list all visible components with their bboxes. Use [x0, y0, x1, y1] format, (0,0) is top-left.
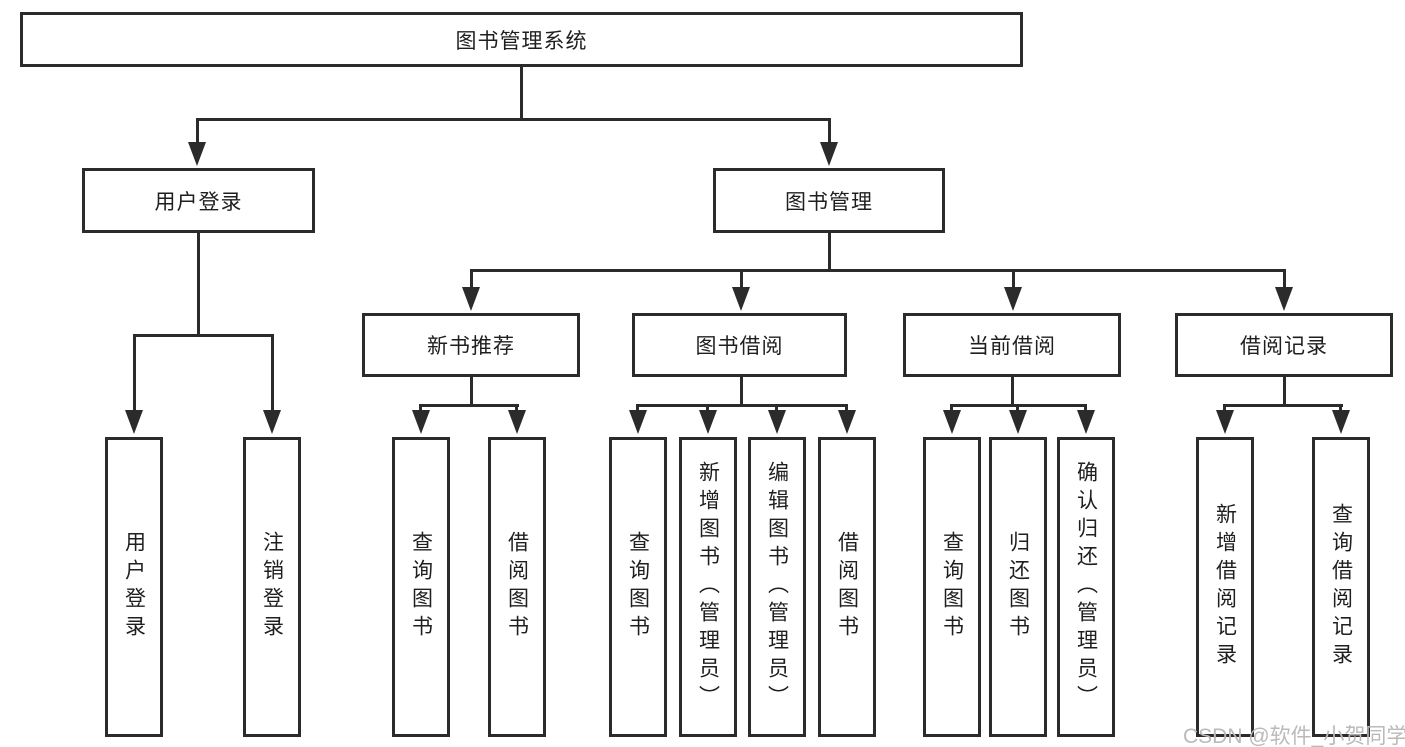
connector-root-branch — [196, 118, 831, 121]
leaf-return-book: 归还图书 — [989, 437, 1047, 737]
leaf-edit-book-admin: 编辑图书（管理员） — [748, 437, 806, 737]
connector-current-borrow-stem — [1011, 377, 1014, 407]
arrowhead — [462, 287, 480, 311]
connector-drop-book-management — [828, 118, 831, 146]
arrowhead — [125, 410, 143, 434]
arrowhead — [1077, 410, 1095, 434]
leaf-query-book-current-label: 查询图书 — [940, 531, 964, 643]
leaf-query-borrow-record: 查询借阅记录 — [1312, 437, 1370, 737]
leaf-logout-label: 注销登录 — [260, 531, 284, 643]
node-book-borrow: 图书借阅 — [632, 313, 847, 377]
node-new-book-recommend: 新书推荐 — [362, 313, 580, 377]
connector-user-login-branch — [133, 334, 274, 337]
arrowhead — [732, 287, 750, 311]
leaf-logout: 注销登录 — [243, 437, 301, 737]
leaf-query-book-borrow: 查询图书 — [609, 437, 667, 737]
connector-drop-user-login — [196, 118, 199, 146]
connector-drop — [1016, 404, 1019, 413]
arrowhead — [412, 410, 430, 434]
leaf-query-book-recommend-label: 查询图书 — [409, 531, 433, 643]
leaf-borrow-book-recommend: 借阅图书 — [488, 437, 546, 737]
leaf-borrow-book: 借阅图书 — [818, 437, 876, 737]
leaf-query-book-current: 查询图书 — [923, 437, 981, 737]
arrowhead — [838, 410, 856, 434]
connector-drop-book-borrow — [740, 269, 743, 289]
connector-drop — [950, 404, 953, 413]
leaf-edit-book-admin-label: 编辑图书（管理员） — [765, 461, 789, 713]
connector-new-book-recommend-branch — [419, 404, 519, 407]
arrowhead — [1332, 410, 1350, 434]
connector-book-borrow-stem — [740, 377, 743, 407]
connector-drop — [706, 404, 709, 413]
arrowhead — [188, 142, 206, 166]
arrowhead — [508, 410, 526, 434]
leaf-user-login-label: 用户登录 — [122, 531, 146, 643]
connector-drop — [1339, 404, 1342, 413]
connector-drop-borrow-record — [1283, 269, 1286, 289]
root-node-library-system: 图书管理系统 — [20, 12, 1023, 67]
leaf-add-book-admin: 新增图书（管理员） — [679, 437, 737, 737]
arrowhead — [1004, 287, 1022, 311]
arrowhead — [629, 410, 647, 434]
leaf-add-borrow-record: 新增借阅记录 — [1196, 437, 1254, 737]
node-borrow-record-label: 借阅记录 — [1240, 335, 1328, 358]
connector-drop-current-borrow — [1012, 269, 1015, 289]
leaf-query-borrow-record-label: 查询借阅记录 — [1329, 503, 1353, 671]
arrowhead — [820, 142, 838, 166]
leaf-confirm-return-admin-label: 确认归还（管理员） — [1074, 461, 1098, 713]
leaf-return-book-label: 归还图书 — [1006, 531, 1030, 643]
connector-drop — [1084, 404, 1087, 413]
connector-book-borrow-branch — [636, 404, 848, 407]
node-new-book-recommend-label: 新书推荐 — [427, 335, 515, 358]
arrowhead — [699, 410, 717, 434]
leaf-query-book-borrow-label: 查询图书 — [626, 531, 650, 643]
node-book-management: 图书管理 — [713, 168, 945, 233]
arrowhead — [1275, 287, 1293, 311]
connector-root-stem — [520, 67, 523, 119]
connector-user-login-stem — [197, 233, 200, 337]
connector-borrow-record-branch — [1223, 404, 1343, 407]
node-current-borrow: 当前借阅 — [903, 313, 1121, 377]
connector-drop-leaf-user-login — [133, 334, 136, 412]
arrowhead — [263, 410, 281, 434]
node-current-borrow-label: 当前借阅 — [968, 335, 1056, 358]
leaf-add-borrow-record-label: 新增借阅记录 — [1213, 503, 1237, 671]
connector-drop — [845, 404, 848, 413]
leaf-add-book-admin-label: 新增图书（管理员） — [696, 461, 720, 713]
leaf-borrow-book-recommend-label: 借阅图书 — [505, 531, 529, 643]
root-node-label: 图书管理系统 — [455, 29, 588, 53]
leaf-confirm-return-admin: 确认归还（管理员） — [1057, 437, 1115, 737]
node-user-login: 用户登录 — [82, 168, 315, 233]
connector-drop — [775, 404, 778, 413]
connector-new-book-recommend-stem — [470, 377, 473, 407]
arrowhead — [768, 410, 786, 434]
connector-drop-leaf-logout — [271, 334, 274, 412]
connector-drop — [419, 404, 422, 413]
connector-borrow-record-stem — [1283, 377, 1286, 407]
leaf-user-login: 用户登录 — [105, 437, 163, 737]
connector-drop — [1223, 404, 1226, 413]
connector-book-management-branch — [470, 269, 1286, 272]
node-borrow-record: 借阅记录 — [1175, 313, 1393, 377]
leaf-borrow-book-label: 借阅图书 — [835, 531, 859, 643]
arrowhead — [1216, 410, 1234, 434]
connector-drop — [515, 404, 518, 413]
node-book-management-label: 图书管理 — [785, 190, 873, 214]
arrowhead — [943, 410, 961, 434]
node-book-borrow-label: 图书借阅 — [695, 335, 784, 358]
node-user-login-label: 用户登录 — [154, 190, 243, 214]
csdn-watermark: CSDN @软件_小贺同学 — [1183, 725, 1405, 747]
connector-drop — [636, 404, 639, 413]
leaf-query-book-recommend: 查询图书 — [392, 437, 450, 737]
connector-book-management-stem — [828, 233, 831, 272]
arrowhead — [1009, 410, 1027, 434]
connector-drop-new-book-recommend — [470, 269, 473, 289]
